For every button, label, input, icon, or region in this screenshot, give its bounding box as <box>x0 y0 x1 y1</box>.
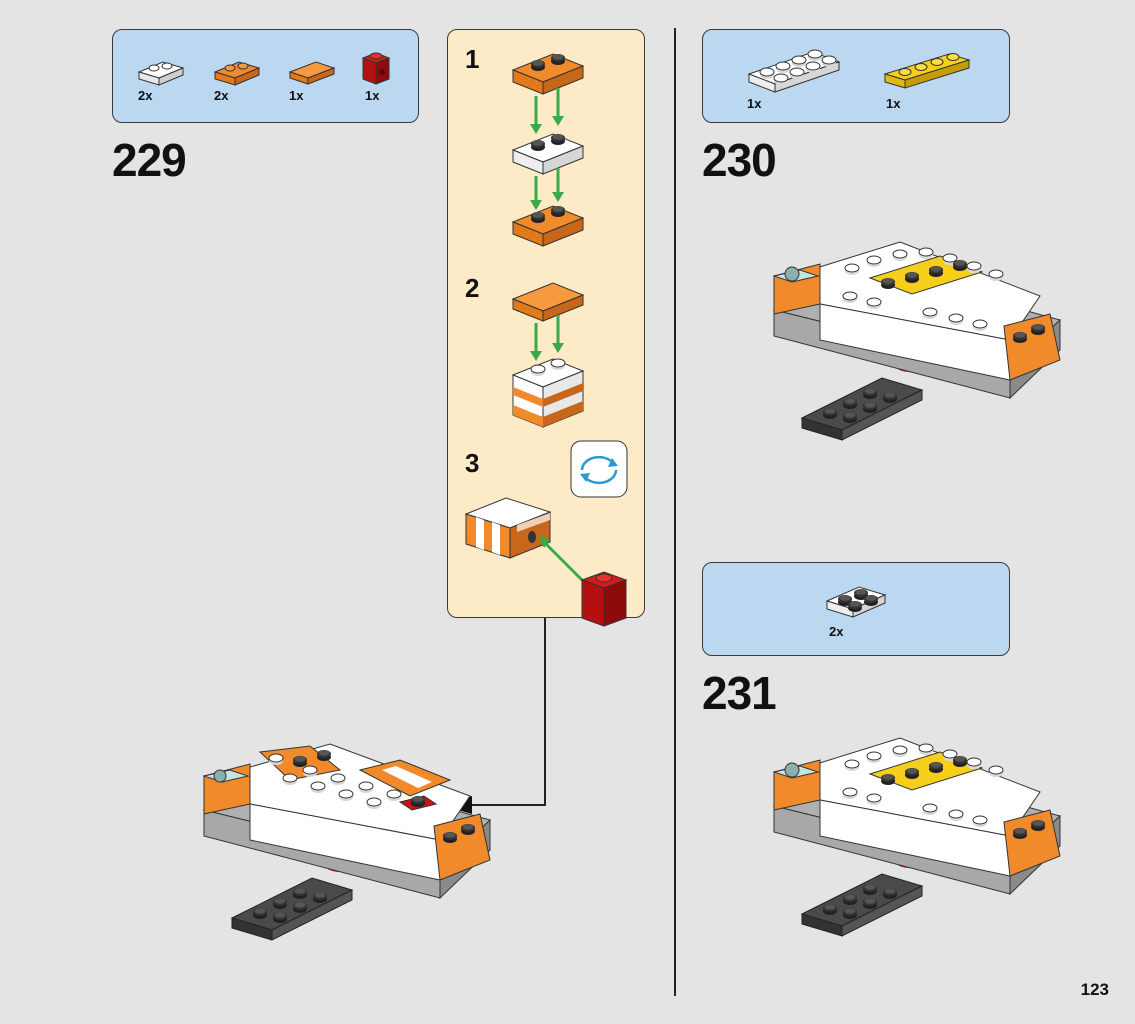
substep-number-1: 1 <box>465 44 480 74</box>
yellow-plate-1x4-icon <box>883 53 971 89</box>
step-number-230: 230 <box>702 134 777 186</box>
orange-plate-1x2-icon <box>213 61 261 86</box>
qty-label: 1x <box>365 88 380 103</box>
step-number-229: 229 <box>112 134 187 186</box>
column-divider <box>674 28 676 996</box>
parts-callout-231: 2x <box>702 562 1010 656</box>
substep-number-3: 3 <box>465 448 480 478</box>
white-plate-2x2-icon <box>825 586 887 618</box>
subassembly-panel: 1 2 3 <box>447 29 645 627</box>
qty-label: 2x <box>138 88 153 103</box>
white-plate-2x4-icon <box>747 49 841 93</box>
parts-callout-229: 2x 2x 1x 1x <box>112 29 419 123</box>
model-229-illustration <box>202 743 491 941</box>
step-number-231: 231 <box>702 667 777 719</box>
rotate-icon <box>570 440 628 498</box>
substep-3-illustration <box>464 497 628 627</box>
orange-tile-1x2-icon <box>288 61 336 85</box>
parts-callout-230: 1x 1x <box>702 29 1010 123</box>
model-230-illustration <box>772 241 1061 441</box>
substep-1-illustration <box>511 53 585 247</box>
qty-label: 1x <box>289 88 304 103</box>
qty-label: 2x <box>214 88 229 103</box>
substep-2-illustration <box>511 282 585 428</box>
page-number: 123 <box>1080 980 1109 999</box>
red-brick-1x1-icon <box>361 52 391 85</box>
white-plate-1x2-icon <box>137 61 185 86</box>
substep-number-2: 2 <box>465 273 480 303</box>
qty-label: 1x <box>747 96 762 111</box>
qty-label: 1x <box>886 96 901 111</box>
model-231-illustration <box>772 737 1061 937</box>
qty-label: 2x <box>829 624 844 639</box>
